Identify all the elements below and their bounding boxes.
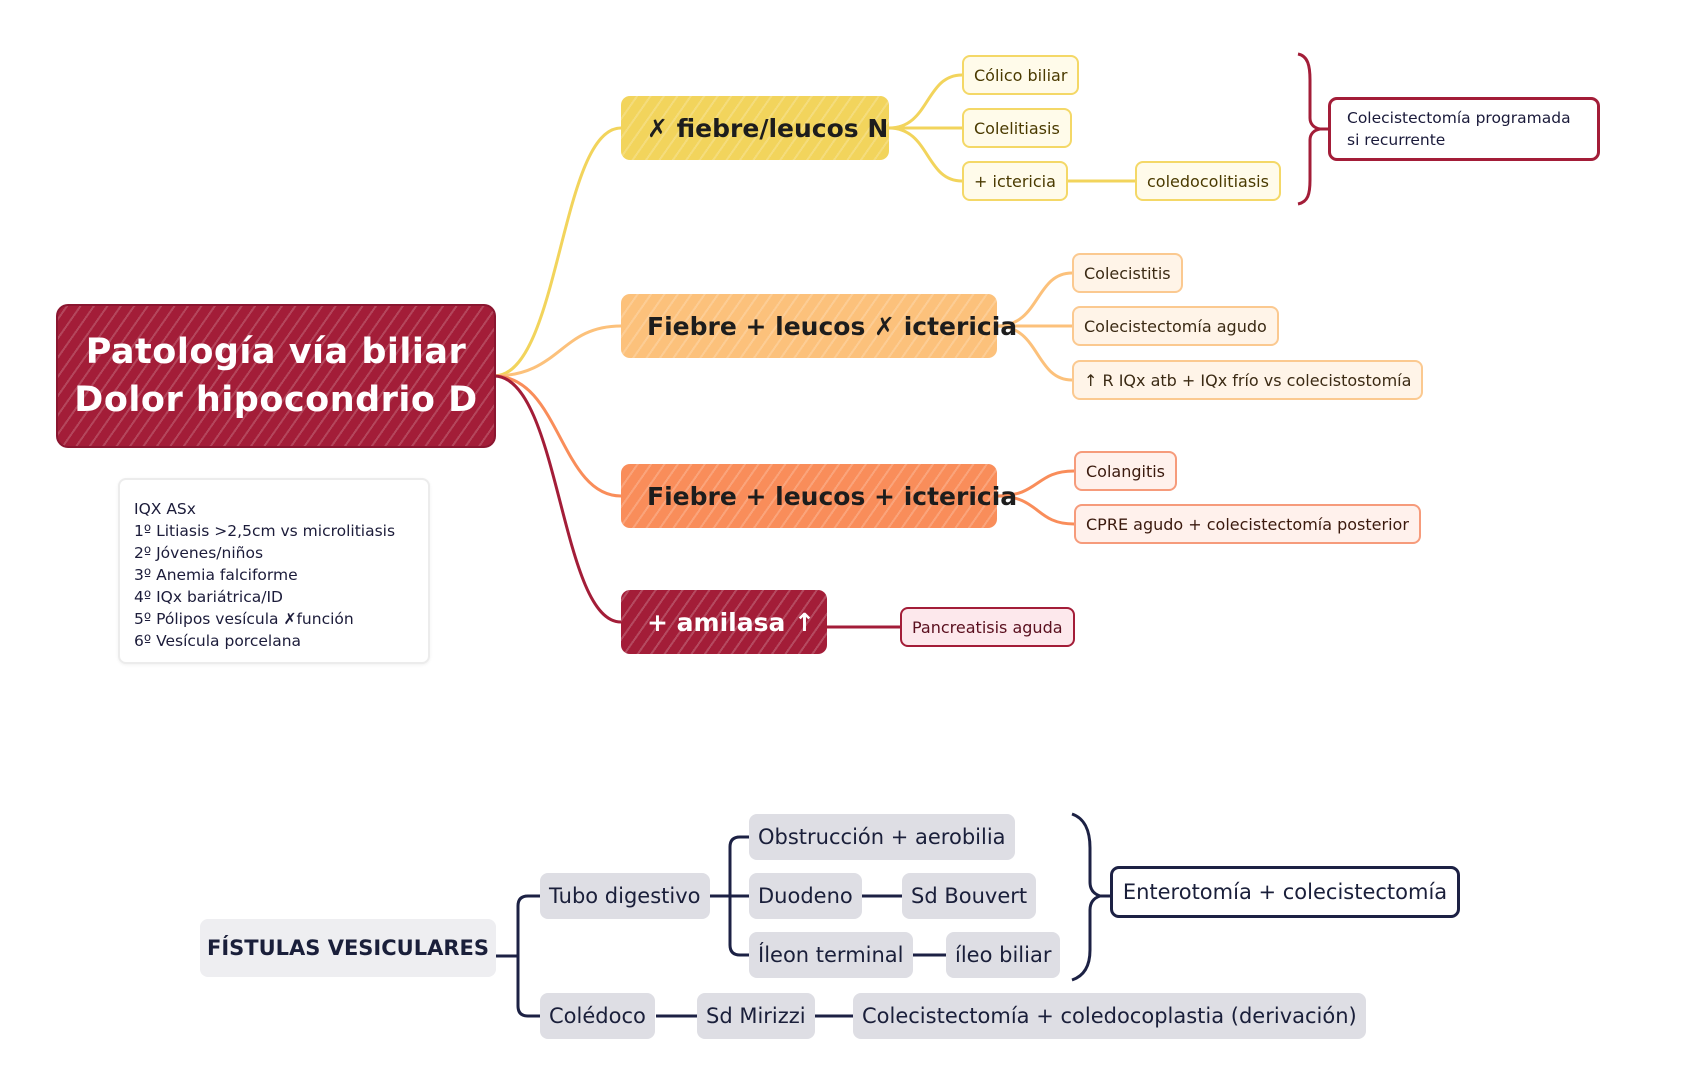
connector-b2-riesgo — [996, 324, 1073, 382]
leaf-colangitis[interactable]: Colangitis — [1074, 451, 1178, 491]
connector-b2-colecistitis — [996, 271, 1073, 328]
leaf-colecistectomia-agudo[interactable]: Colecistectomía agudo — [1072, 306, 1279, 346]
outcome-colecistectomia-programada[interactable]: Colecistectomía programada si recurrente — [1328, 97, 1600, 161]
note-iqx-asx[interactable]: IQX ASx 1º Litiasis >2,5cm vs microlitia… — [118, 478, 430, 664]
connector-root-branch3 — [493, 374, 622, 498]
connector-root-branch2 — [493, 324, 622, 378]
note-line: 4º IQx bariátrica/ID — [134, 588, 283, 606]
note-line: IQX ASx — [134, 500, 196, 518]
branch-fever-jaundice[interactable]: Fiebre + leucos + ictericia — [621, 464, 1017, 528]
node-coledoco[interactable]: Colédoco — [540, 993, 655, 1039]
fistulas-root[interactable]: FÍSTULAS VESICULARES — [200, 919, 496, 977]
node-tubo-digestivo[interactable]: Tubo digestivo — [540, 873, 710, 919]
root-node[interactable]: Patología vía biliar Dolor hipocondrio D — [58, 306, 494, 446]
branch-no-fever[interactable]: ✗ fiebre/leucos N — [621, 96, 889, 160]
connector-root-branch1 — [493, 126, 622, 378]
note-line: 3º Anemia falciforme — [134, 566, 298, 584]
leaf-colico-biliar[interactable]: Cólico biliar — [962, 55, 1080, 95]
node-obstruccion[interactable]: Obstrucción + aerobilia — [749, 814, 1015, 860]
connector-b3-colangitis — [996, 469, 1075, 498]
note-line: 1º Litiasis >2,5cm vs microlitiasis — [134, 522, 396, 540]
root-title-line2: Dolor hipocondrio D — [74, 380, 478, 420]
node-coledocoplastia[interactable]: Colecistectomía + coledocoplastia (deriv… — [853, 993, 1366, 1039]
connector-b1-colico — [888, 73, 963, 130]
node-duodeno[interactable]: Duodeno — [749, 873, 862, 919]
leaf-coledocolitiasis[interactable]: coledocolitiasis — [1135, 161, 1281, 201]
leaf-colecistitis[interactable]: Colecistitis — [1072, 253, 1183, 293]
leaf-cpre[interactable]: CPRE agudo + colecistectomía posterior — [1074, 504, 1421, 544]
node-sd-mirizzi[interactable]: Sd Mirizzi — [697, 993, 815, 1039]
connector-root-branch4 — [493, 374, 622, 624]
leaf-riesgo-iqx[interactable]: ↑ R IQx atb + IQx frío vs colecistostomí… — [1072, 360, 1424, 400]
branch-amylase[interactable]: + amilasa ↑ — [621, 590, 827, 654]
leaf-pancreatitis[interactable]: Pancreatisis aguda — [900, 607, 1075, 647]
leaf-colelitiasis[interactable]: Colelitiasis — [962, 108, 1072, 148]
brace-branch1 — [1297, 52, 1321, 206]
leaf-ictericia[interactable]: + ictericia — [962, 161, 1068, 201]
branch-fever-no-jaundice[interactable]: Fiebre + leucos ✗ ictericia — [621, 294, 1017, 358]
note-line: 5º Pólipos vesícula ✗función — [134, 610, 354, 628]
connector-b3-cpre — [996, 494, 1075, 526]
brace-fistulas — [1071, 812, 1105, 982]
note-line: 2º Jóvenes/niños — [134, 544, 264, 562]
root-title-line1: Patología vía biliar — [85, 332, 467, 372]
node-ileo-biliar[interactable]: íleo biliar — [946, 932, 1061, 978]
node-ileon-terminal[interactable]: Íleon terminal — [749, 932, 913, 978]
node-sd-bouvert[interactable]: Sd Bouvert — [902, 873, 1037, 919]
node-enterotomia[interactable]: Enterotomía + colecistectomía — [1110, 866, 1460, 918]
connector-b1-ictericia — [888, 126, 963, 183]
connector-fistulas-tree — [516, 894, 529, 1018]
note-line: 6º Vesícula porcelana — [134, 632, 302, 650]
